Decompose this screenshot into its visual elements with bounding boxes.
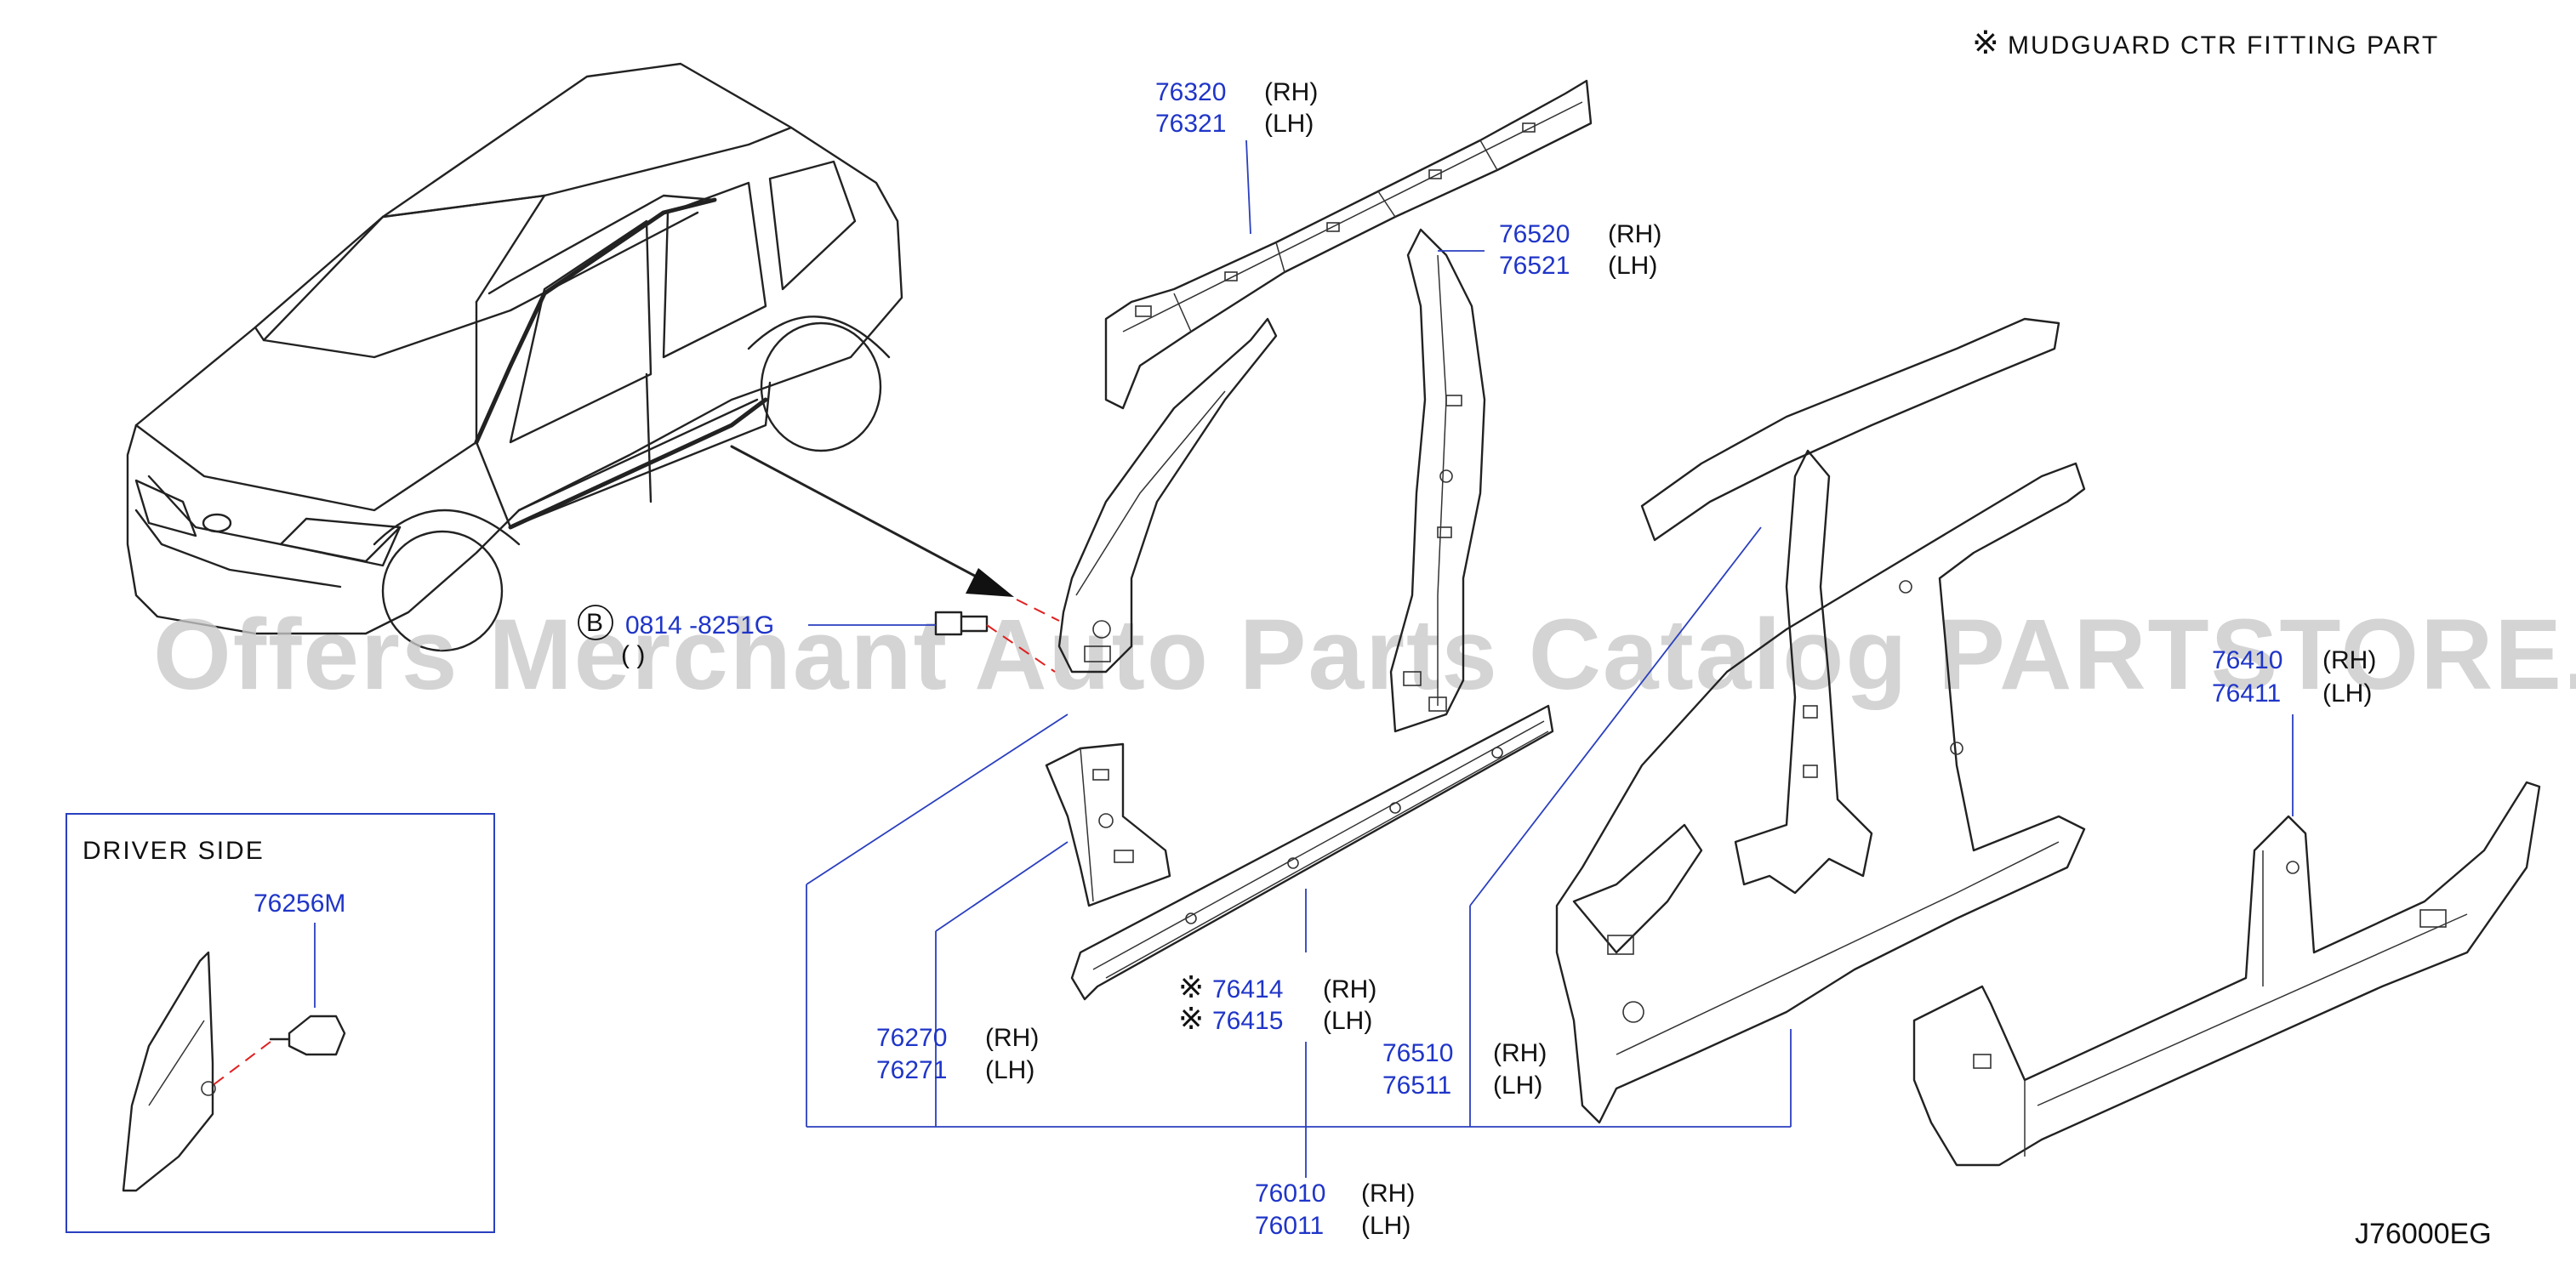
fitting-note-text: MUDGUARD CTR FITTING PART: [2008, 31, 2439, 60]
part-number-rh[interactable]: 76510: [1382, 1039, 1453, 1067]
sill-inner-part: [1070, 704, 1554, 1001]
part-number-lh[interactable]: 76511: [1382, 1072, 1451, 1100]
callout-bolt[interactable]: B 0814 -8251G ( ): [578, 605, 774, 669]
leader-76270: [935, 841, 1069, 932]
part-number-lh[interactable]: 76521: [1499, 252, 1570, 280]
part-number-lh[interactable]: 76011: [1255, 1212, 1324, 1240]
side-lh-label: (LH): [1361, 1212, 1411, 1240]
side-lh-label: (LH): [1493, 1072, 1542, 1100]
side-lh-label: (LH): [1323, 1007, 1372, 1035]
side-rh-label: (RH): [1264, 78, 1318, 106]
side-rh-label: (RH): [985, 1024, 1039, 1052]
diagram-code: J76000EG: [2355, 1218, 2492, 1250]
callout-76520[interactable]: 76520 (RH) 76521 (LH): [1499, 220, 1661, 280]
part-number-rh[interactable]: 76320: [1155, 78, 1226, 106]
bolt-quantity: ( ): [621, 641, 645, 669]
inset-frame: [66, 813, 495, 1233]
side-lh-label: (LH): [2322, 679, 2372, 708]
asterisk-mark-icon: ※: [1178, 969, 1204, 1004]
part-number-lh[interactable]: 76415: [1212, 1007, 1283, 1035]
inset-title: DRIVER SIDE: [83, 837, 265, 865]
rear-sill-part: [1912, 781, 2541, 1167]
part-number-rh[interactable]: 76410: [2212, 646, 2282, 674]
bolt-part: [934, 599, 1060, 673]
part-number-rh[interactable]: 76414: [1212, 975, 1283, 1003]
part-number-rh[interactable]: 76010: [1255, 1180, 1325, 1208]
side-rh-label: (RH): [1493, 1039, 1547, 1067]
part-number-lh[interactable]: 76271: [876, 1056, 947, 1084]
part-number-rh[interactable]: 76270: [876, 1024, 947, 1052]
bolt-part-number[interactable]: 0814 -8251G: [625, 611, 774, 640]
bolt-badge-letter: B: [586, 609, 603, 637]
callout-76010[interactable]: 76010 (RH) 76011 (LH): [1255, 1180, 1415, 1240]
part-number-rh[interactable]: 76520: [1499, 220, 1570, 248]
callout-76510[interactable]: 76510 (RH) 76511 (LH): [1382, 1039, 1547, 1100]
callout-76270[interactable]: 76270 (RH) 76271 (LH): [876, 1024, 1039, 1084]
leader-76510: [1469, 526, 1762, 907]
callout-76410[interactable]: 76410 (RH) 76411 (LH): [2212, 646, 2376, 708]
side-lh-label: (LH): [1264, 110, 1314, 138]
bolt-badge-icon: [578, 605, 613, 640]
assembly-bracket: [806, 713, 1792, 1178]
asterisk-mark-icon: ※: [1972, 26, 2001, 61]
inset-part-number[interactable]: 76256M: [254, 890, 345, 918]
watermark: Offers Merchant Auto Parts Catalog PARTS…: [153, 599, 2576, 711]
front-pillar-lower-part: [1045, 742, 1171, 907]
callout-76320[interactable]: 76320 (RH) 76321 (LH): [1155, 78, 1318, 138]
body-side-outer-part: [1555, 317, 2086, 1124]
fitting-note: ※ MUDGUARD CTR FITTING PART: [1972, 26, 2439, 61]
side-lh-label: (LH): [985, 1056, 1034, 1084]
center-pillar-part: [1389, 228, 1486, 733]
part-number-lh[interactable]: 76321: [1155, 110, 1226, 138]
vehicle-illustration: [126, 62, 1014, 652]
callout-76414[interactable]: ※ 76414 (RH) ※ 76415 (LH): [1178, 969, 1376, 1036]
side-rh-label: (RH): [2322, 646, 2376, 674]
part-number-lh[interactable]: 76411: [2212, 679, 2281, 708]
side-lh-label: (LH): [1608, 252, 1657, 280]
side-rh-label: (RH): [1361, 1180, 1415, 1208]
front-pillar-upper-part: [1057, 317, 1278, 674]
driver-side-inset: DRIVER SIDE 76256M: [66, 813, 495, 1233]
leader-76320: [1245, 139, 1251, 235]
roof-rail-part: [1104, 79, 1593, 410]
side-rh-label: (RH): [1608, 220, 1661, 248]
asterisk-mark-icon: ※: [1178, 1001, 1204, 1036]
side-rh-label: (RH): [1323, 975, 1376, 1003]
